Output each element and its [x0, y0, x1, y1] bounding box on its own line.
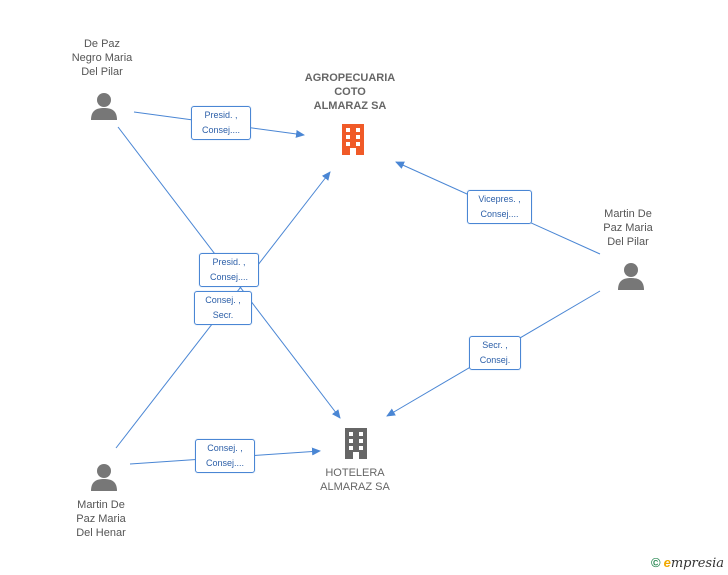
person-name-line: Martin De — [77, 499, 125, 511]
role-text: Presid. , — [212, 257, 246, 267]
person-label-p1[interactable]: De Paz Negro Maria Del Pilar — [52, 37, 152, 79]
company-label-c2[interactable]: HOTELERA ALMARAZ SA — [300, 466, 410, 494]
role-box[interactable]: Consej. , Secr. — [194, 291, 252, 325]
person-label-p3[interactable]: Martin De Paz Maria Del Henar — [51, 498, 151, 540]
role-box[interactable]: Presid. , Consej.... — [191, 106, 251, 140]
company-name-line: ALMARAZ SA — [313, 100, 387, 112]
person-name-line: Paz Maria — [603, 222, 653, 234]
person-name-line: Del Pilar — [607, 236, 649, 248]
role-text: Consej. , — [205, 295, 241, 305]
role-text: Consej.... — [480, 209, 519, 219]
person-label-p2[interactable]: Martin De Paz Maria Del Pilar — [578, 207, 678, 249]
person-name-line: Del Pilar — [81, 66, 123, 78]
role-box[interactable]: Presid. , Consej.... — [199, 253, 259, 287]
person-icon[interactable] — [616, 261, 646, 291]
role-text: Vicepres. , — [478, 194, 521, 204]
person-icon[interactable] — [89, 91, 119, 121]
brand-logo-e: e — [663, 555, 671, 570]
person-icon[interactable] — [89, 462, 119, 492]
brand-footer[interactable]: ©empresia — [651, 555, 724, 571]
company-name-line: AGROPECUARIA — [304, 72, 396, 84]
company-name-line: ALMARAZ SA — [320, 481, 390, 493]
role-box[interactable]: Vicepres. , Consej.... — [467, 190, 532, 224]
building-icon[interactable] — [340, 425, 372, 461]
role-text: Consej.... — [205, 458, 245, 468]
company-name-line: HOTELERA — [325, 467, 385, 479]
role-text: Secr. , — [482, 340, 508, 350]
brand-logo-text: mpresia — [670, 556, 724, 571]
person-name-line: Paz Maria — [76, 513, 126, 525]
role-text: Presid. , — [204, 110, 238, 120]
person-name-line: Martin De — [604, 208, 652, 220]
building-icon[interactable] — [337, 121, 369, 157]
role-text: Consej.... — [209, 272, 249, 282]
role-box[interactable]: Secr. , Consej. — [469, 336, 521, 370]
role-text: Consej. — [479, 355, 511, 365]
company-name-line: COTO — [334, 86, 366, 98]
company-label-c1[interactable]: AGROPECUARIA COTO ALMARAZ SA — [290, 71, 410, 113]
person-name-line: Del Henar — [76, 527, 126, 539]
role-box[interactable]: Consej. , Consej.... — [195, 439, 255, 473]
role-text: Consej.... — [201, 125, 241, 135]
copyright-icon: © — [651, 555, 661, 570]
person-name-line: Negro Maria — [71, 52, 133, 64]
person-name-line: De Paz — [83, 38, 121, 50]
role-text: Consej. , — [207, 443, 243, 453]
role-text: Secr. — [212, 310, 234, 320]
